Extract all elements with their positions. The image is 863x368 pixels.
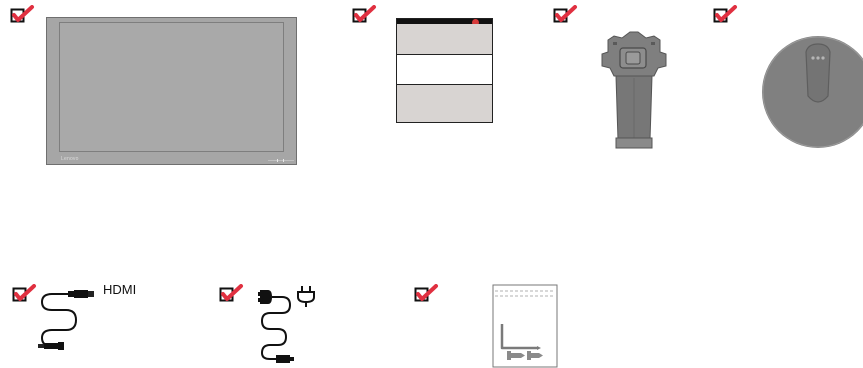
screw-bag-illustration [491, 284, 559, 368]
stand-arm-illustration [600, 30, 668, 150]
hdmi-cable-illustration [38, 288, 102, 362]
booklet-band [397, 85, 492, 122]
stand-base-illustration [762, 36, 863, 148]
checkbox-checked-icon [12, 284, 40, 304]
monitor-illustration: Lenovo [46, 17, 297, 165]
monitor-buttons-icon [268, 159, 294, 162]
checkbox-checked-icon [414, 284, 442, 304]
documentation-booklet [396, 18, 493, 123]
checkbox-checked-icon [219, 284, 247, 304]
monitor-screen [59, 22, 284, 152]
hdmi-label: HDMI [103, 282, 136, 297]
checkbox-checked-icon [553, 5, 581, 25]
checkbox-checked-icon [352, 5, 380, 25]
plug-icon [296, 285, 316, 307]
booklet-band [397, 55, 492, 85]
monitor-brand-text: Lenovo [61, 156, 79, 162]
checkbox-checked-icon [713, 5, 741, 25]
booklet-band [397, 24, 492, 55]
checkbox-checked-icon [10, 5, 38, 25]
